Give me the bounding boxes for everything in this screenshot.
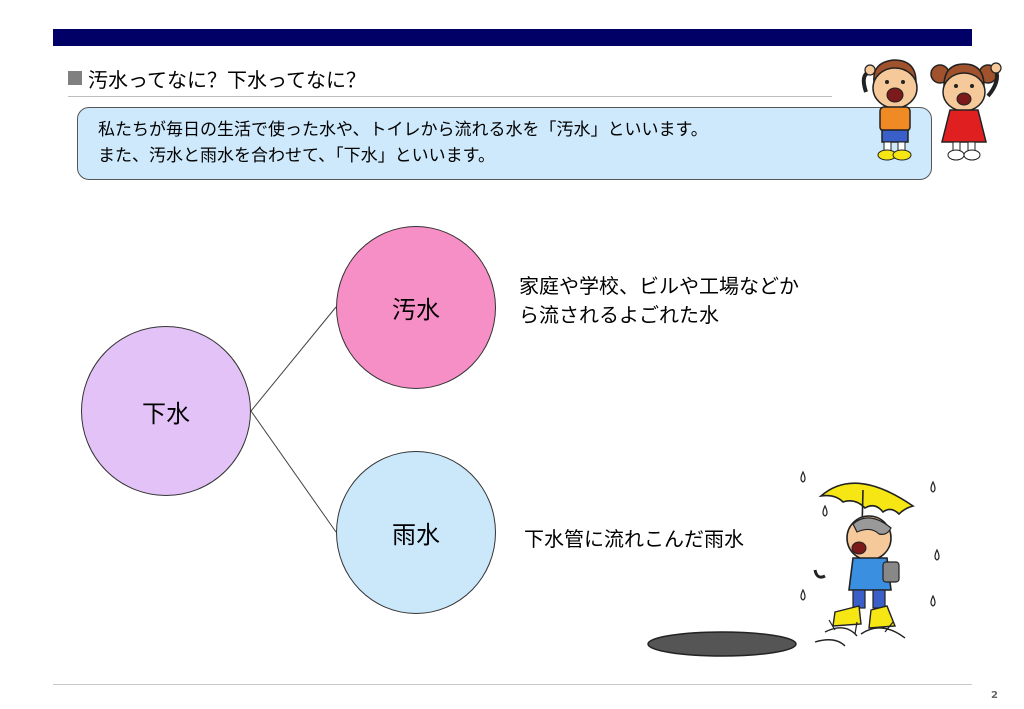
- title-underline: [68, 96, 832, 97]
- osui-node: 汚水: [336, 226, 496, 389]
- usui-description-line-1: 下水管に流れこんだ雨水: [524, 527, 744, 551]
- definition-callout: 私たちが毎日の生活で使った水や、トイレから流れる水を「汚水」といいます。 また、…: [77, 107, 932, 180]
- page-title-row: 汚水ってなに？下水ってなに？: [68, 64, 366, 92]
- connector-to-osui: [250, 306, 337, 412]
- usui-node: 雨水: [336, 451, 496, 614]
- callout-line-2: また、汚水と雨水を合わせて、「下水」といいます。: [98, 146, 495, 166]
- osui-description-line-1: 家庭や学校、ビルや工場などか: [519, 274, 799, 298]
- boy-figure: [861, 59, 918, 161]
- footer-rule: [53, 684, 972, 685]
- manhole-cover: [647, 631, 797, 657]
- header-bar: [53, 29, 972, 46]
- osui-label: 汚水: [392, 296, 440, 324]
- page-number: 2: [991, 690, 998, 701]
- gesui-node: 下水: [81, 326, 251, 496]
- osui-description: 家庭や学校、ビルや工場などか ら流されるよごれた水: [519, 272, 799, 330]
- page-title: 汚水ってなに？下水ってなに？: [88, 67, 366, 92]
- gesui-label: 下水: [142, 399, 190, 428]
- osui-description-line-2: ら流されるよごれた水: [519, 303, 719, 327]
- usui-label: 雨水: [392, 521, 440, 549]
- children-illustration: [861, 59, 1002, 161]
- title-bullet-square: [68, 71, 82, 85]
- girl-figure: [930, 62, 1002, 161]
- connector-to-usui: [250, 410, 337, 533]
- boy-with-umbrella-illustration: [800, 470, 940, 647]
- callout-line-1: 私たちが毎日の生活で使った水や、トイレから流れる水を「汚水」といいます。: [98, 120, 708, 140]
- rain-drops: [800, 470, 940, 607]
- usui-description: 下水管に流れこんだ雨水: [524, 525, 744, 554]
